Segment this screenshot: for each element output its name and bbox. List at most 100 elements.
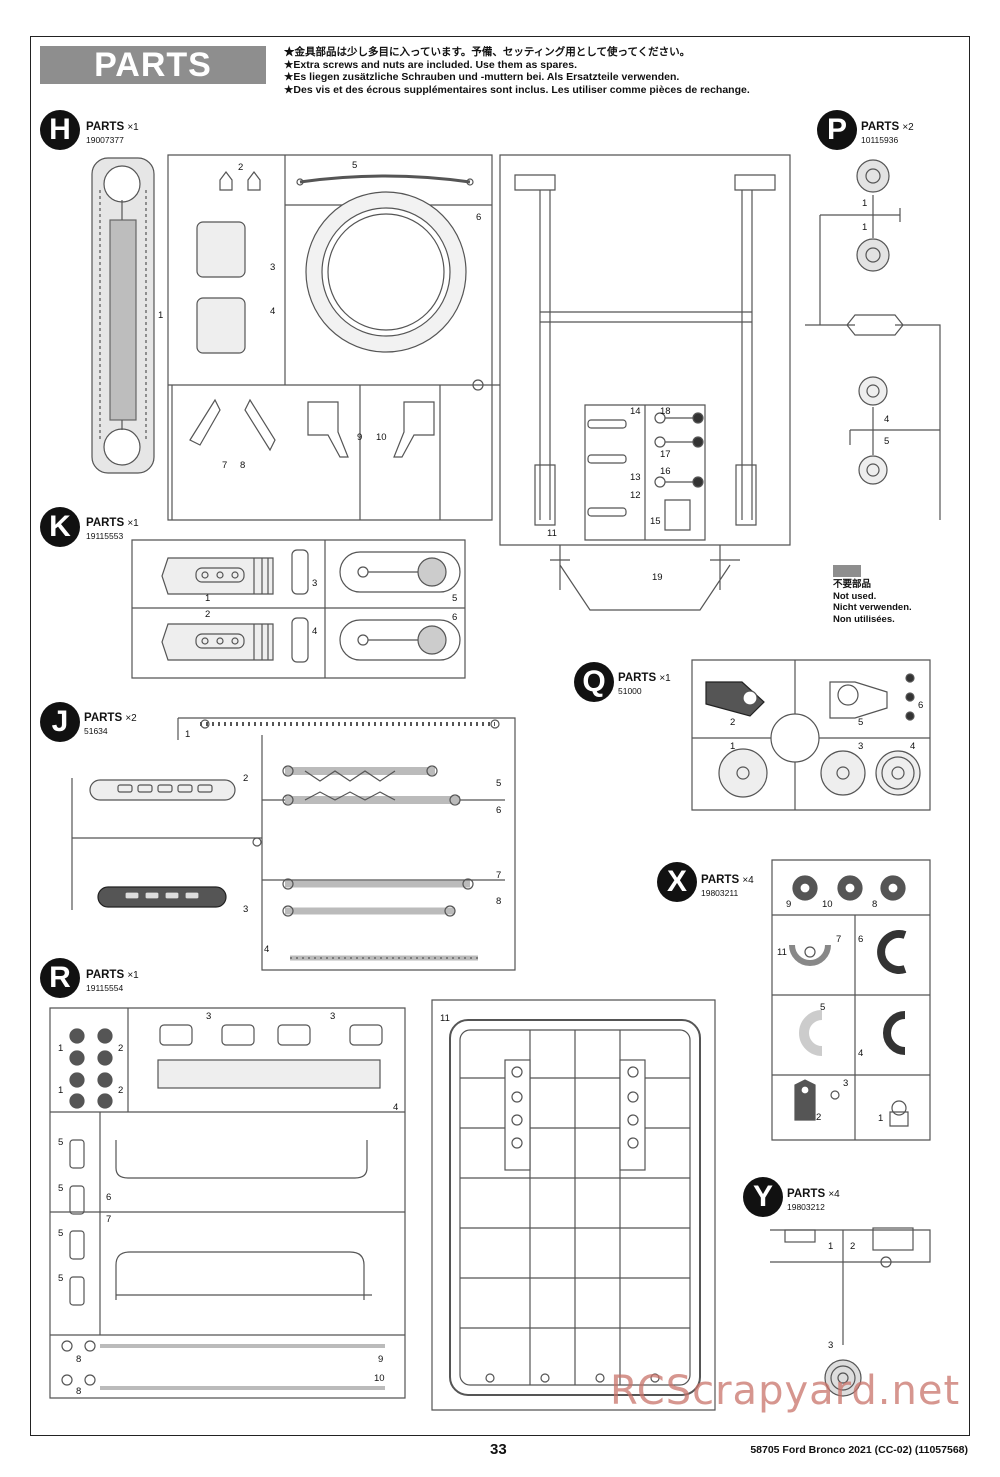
part-label: 6 <box>496 805 502 816</box>
note-de: ★Es liegen zusätzliche Schrauben und -mu… <box>284 71 680 83</box>
part-label: 6 <box>858 934 864 945</box>
part-label: 11 <box>440 1013 450 1024</box>
not-used-en: Not used. <box>833 590 877 602</box>
part-label: 13 <box>630 472 641 483</box>
part-label: 1 <box>828 1241 834 1252</box>
tree-badge-x: X <box>657 862 697 902</box>
tree-label-x-text: PARTS <box>701 874 740 886</box>
tree-qty-x: ×4 <box>742 875 754 886</box>
tree-y <box>770 1227 931 1397</box>
part-label: 8 <box>76 1354 82 1365</box>
part-label: 4 <box>312 626 318 637</box>
tree-h-frame <box>167 154 500 521</box>
part-label: 5 <box>496 778 502 789</box>
part-label: 6 <box>918 700 924 711</box>
part-label: 11 <box>777 947 787 958</box>
tree-qty-r: ×1 <box>127 970 139 981</box>
part-label: 9 <box>378 1354 384 1365</box>
part-label: 4 <box>884 414 890 425</box>
part-label: 2 <box>238 162 244 173</box>
not-used-fr: Non utilisées. <box>833 613 895 625</box>
part-label: 10 <box>374 1373 385 1384</box>
part-label: 6 <box>452 612 458 623</box>
part-label: 7 <box>222 460 228 471</box>
tree-qty-j: ×2 <box>125 713 137 724</box>
part-label: 2 <box>850 1241 856 1252</box>
tree-label-p-text: PARTS <box>861 121 900 133</box>
part-label: 15 <box>650 516 661 527</box>
part-label: 1 <box>878 1113 884 1124</box>
part-label: 1 <box>58 1043 64 1054</box>
not-used-swatch <box>833 565 861 577</box>
tree-badge-q: Q <box>574 662 614 702</box>
tree-number-x: 19803211 <box>701 888 739 898</box>
part-label: 3 <box>330 1011 336 1022</box>
part-label: 1 <box>862 198 868 209</box>
tree-number-y: 19803212 <box>787 1202 825 1212</box>
part-label: 1 <box>862 222 868 233</box>
tree-p <box>805 159 941 520</box>
part-label: 8 <box>496 896 502 907</box>
tree-badge-y: Y <box>743 1177 783 1217</box>
part-label: 5 <box>820 1002 826 1013</box>
tree-x <box>771 859 931 1141</box>
part-label: 1 <box>58 1085 64 1096</box>
part-label: 6 <box>476 212 482 223</box>
part-label: 18 <box>660 406 671 417</box>
watermark: RCScrapyard.net <box>610 1368 961 1414</box>
notes: ★金具部品は少し多目に入っています。予備、セッティング用として使ってください。 … <box>284 46 750 96</box>
tree-q <box>691 659 931 811</box>
tree-label-y: PARTS ×4 <box>787 1188 840 1200</box>
tree-h-part-1-grille <box>91 157 155 474</box>
tree-number-k: 19115553 <box>86 531 124 541</box>
part-label: 3 <box>270 262 276 273</box>
part-label: 1 <box>185 729 191 740</box>
tree-number-h: 19007377 <box>86 135 124 145</box>
part-label: 2 <box>118 1085 124 1096</box>
tree-k <box>131 539 466 679</box>
tree-h-parts-2-10 <box>189 171 474 458</box>
tree-label-r: PARTS ×1 <box>86 969 139 981</box>
part-label: 5 <box>452 593 458 604</box>
part-label: 2 <box>816 1112 822 1123</box>
part-label: 11 <box>547 528 557 539</box>
part-label: 3 <box>206 1011 212 1022</box>
tree-r <box>49 1007 406 1399</box>
part-label: 1 <box>205 593 211 604</box>
part-label: 9 <box>357 432 363 443</box>
part-label: 1 <box>158 310 164 321</box>
part-label: 3 <box>243 904 249 915</box>
tree-label-x: PARTS ×4 <box>701 874 754 886</box>
not-used-jp: 不要部品 <box>833 579 872 590</box>
tree-badge-r: R <box>40 958 80 998</box>
page-frame <box>30 36 970 1436</box>
tree-label-j: PARTS ×2 <box>84 712 137 724</box>
part-label: 4 <box>264 944 270 955</box>
part-label: 5 <box>58 1137 64 1148</box>
part-label: 3 <box>858 741 864 752</box>
tree-label-y-text: PARTS <box>787 1188 826 1200</box>
part-label: 4 <box>270 306 276 317</box>
part-label: 8 <box>76 1386 82 1397</box>
tree-number-j: 51634 <box>84 726 108 736</box>
tree-h-right-frame <box>499 154 791 611</box>
tree-qty-p: ×2 <box>902 122 914 133</box>
tree-qty-h: ×1 <box>127 122 139 133</box>
part-label: 5 <box>858 717 864 728</box>
footer-model: 58705 Ford Bronco 2021 (CC-02) (11057568… <box>750 1444 968 1456</box>
page-number: 33 <box>490 1441 507 1458</box>
tree-label-k-text: PARTS <box>86 517 125 529</box>
part-label: 5 <box>58 1183 64 1194</box>
note-fr: ★Des vis et des écrous supplémentaires s… <box>284 83 750 96</box>
part-label: 17 <box>660 449 671 460</box>
tree-label-q-text: PARTS <box>618 672 657 684</box>
part-label: 2 <box>205 609 211 620</box>
part-label: 12 <box>630 490 641 501</box>
part-label: 7 <box>836 934 842 945</box>
tree-number-p: 10115936 <box>861 135 899 145</box>
tree-qty-k: ×1 <box>127 518 139 529</box>
tree-qty-q: ×1 <box>659 673 671 684</box>
part-label: 5 <box>884 436 890 447</box>
part-label: 9 <box>786 899 792 910</box>
